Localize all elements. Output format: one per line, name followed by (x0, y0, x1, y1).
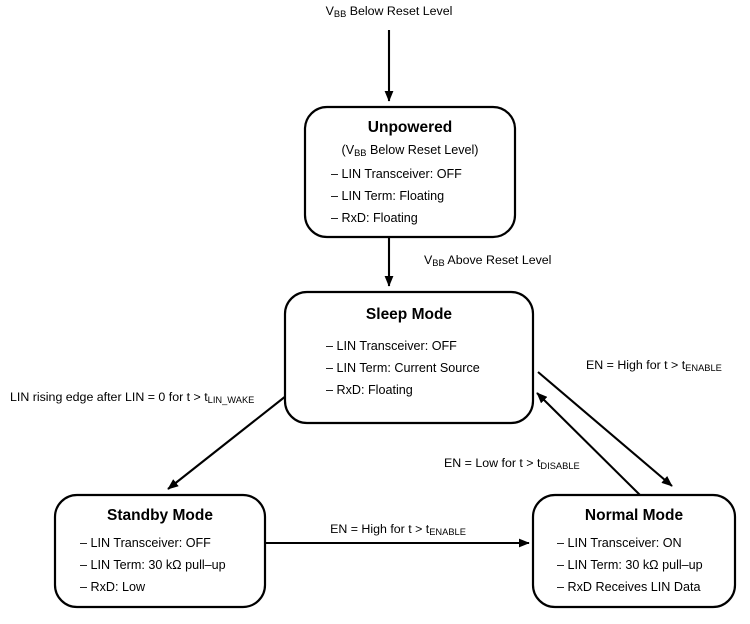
label-part-post: Above Reset Level (445, 253, 552, 267)
label-part-pre: EN = Low for t > t (444, 456, 541, 470)
state-item-sleep-2: – RxD: Floating (326, 383, 413, 397)
state-title-sleep: Sleep Mode (366, 306, 453, 323)
label-part-pre: LIN rising edge after LIN = 0 for t > t (10, 390, 208, 404)
arrow-normal-to-sleep (536, 392, 643, 498)
state-item-sleep-1: – LIN Term: Current Source (326, 361, 480, 375)
subtitle-part-sub: BB (354, 148, 366, 158)
state-item-normal-1: – LIN Term: 30 kΩ pull–up (557, 558, 703, 572)
state-title-normal: Normal Mode (585, 507, 684, 524)
subtitle-part-post: Below Reset Level) (367, 143, 479, 157)
state-box-sleep[interactable] (283, 290, 535, 425)
state-item-standby-2: – RxD: Low (80, 580, 146, 594)
label-part-sub: BB (432, 258, 444, 268)
state-item-standby-0: – LIN Transceiver: OFF (80, 536, 211, 550)
subtitle-part-pre: (V (342, 143, 355, 157)
label-part-pre: EN = High for t > t (586, 358, 686, 372)
transition-to-unpowered: VBB Below Reset Level (326, 4, 453, 102)
label-part-post: Below Reset Level (346, 4, 452, 18)
label-part-pre: EN = High for t > t (330, 522, 430, 536)
arrow-sleep-to-normal (537, 371, 673, 487)
transition-unpowered-to-sleep: VBB Above Reset Level (384, 237, 551, 287)
transition-label-to-unpowered: VBB Below Reset Level (326, 4, 453, 19)
state-subtitle-unpowered: (VBB Below Reset Level) (342, 143, 479, 158)
label-part-sub: ENABLE (429, 527, 466, 537)
transition-label-sleep-to-normal: EN = High for t > tENABLE (586, 358, 722, 373)
state-node-normal[interactable]: Normal Mode – LIN Transceiver: ON – LIN … (531, 493, 737, 609)
state-item-unpowered-1: – LIN Term: Floating (331, 189, 444, 203)
state-box-standby[interactable] (53, 493, 267, 609)
state-item-standby-1: – LIN Term: 30 kΩ pull–up (80, 558, 226, 572)
transition-label-sleep-to-standby: LIN rising edge after LIN = 0 for t > tL… (10, 390, 254, 405)
label-part-sub: DISABLE (540, 461, 579, 471)
state-item-sleep-0: – LIN Transceiver: OFF (326, 339, 457, 353)
state-title-unpowered: Unpowered (368, 119, 452, 136)
label-part-pre: V (424, 253, 433, 267)
transition-label-standby-to-normal: EN = High for t > tENABLE (330, 522, 466, 537)
transition-sleep-to-standby: LIN rising edge after LIN = 0 for t > tL… (10, 390, 292, 490)
transition-label-unpowered-to-sleep: VBB Above Reset Level (424, 253, 551, 268)
state-node-unpowered[interactable]: Unpowered (VBB Below Reset Level) – LIN … (303, 105, 517, 239)
label-part-sub: BB (334, 9, 346, 19)
transition-standby-to-normal: EN = High for t > tENABLE (266, 522, 530, 548)
transition-sleep-to-normal: EN = High for t > tENABLE (537, 358, 722, 487)
state-title-standby: Standby Mode (107, 507, 213, 524)
state-item-unpowered-2: – RxD: Floating (331, 211, 418, 225)
state-item-normal-2: – RxD Receives LIN Data (557, 580, 700, 594)
state-box-unpowered[interactable] (303, 105, 517, 239)
state-box-normal[interactable] (531, 493, 737, 609)
state-item-unpowered-0: – LIN Transceiver: OFF (331, 167, 462, 181)
state-node-standby[interactable]: Standby Mode – LIN Transceiver: OFF – LI… (53, 493, 267, 609)
label-part-pre: V (326, 4, 335, 18)
arrow-sleep-to-standby (167, 391, 292, 490)
label-part-sub: LIN_WAKE (208, 395, 255, 405)
state-item-normal-0: – LIN Transceiver: ON (557, 536, 682, 550)
state-node-sleep[interactable]: Sleep Mode – LIN Transceiver: OFF – LIN … (283, 290, 535, 425)
transition-normal-to-sleep: EN = Low for t > tDISABLE (444, 392, 643, 498)
transition-label-normal-to-sleep: EN = Low for t > tDISABLE (444, 456, 580, 471)
label-part-sub: ENABLE (685, 363, 722, 373)
